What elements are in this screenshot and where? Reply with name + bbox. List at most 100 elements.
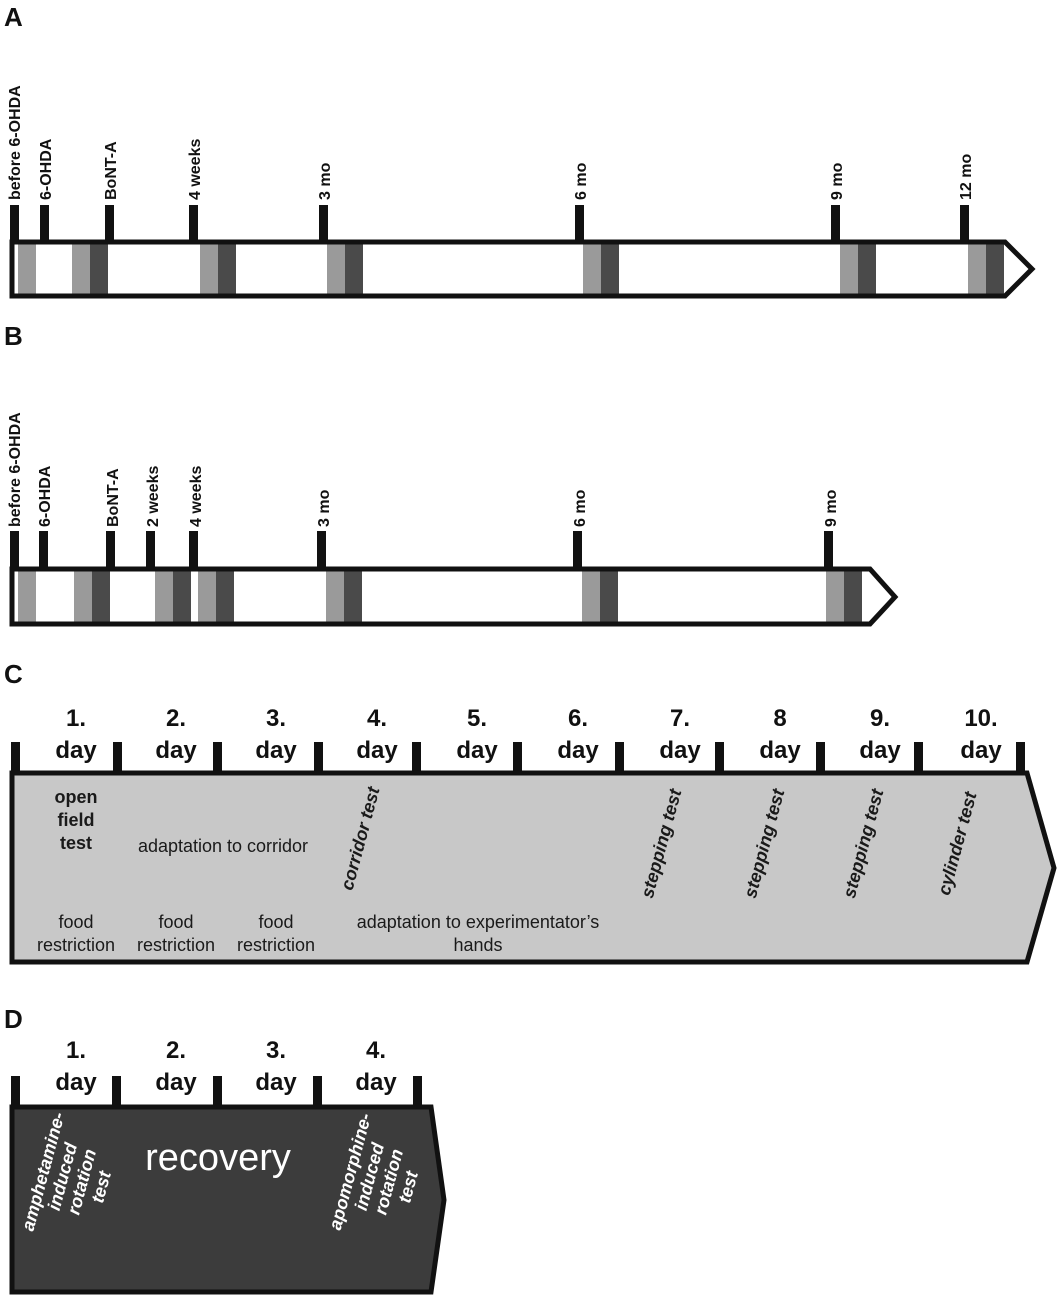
tick-mark <box>10 531 19 570</box>
block-dark <box>216 571 234 623</box>
tick-label-4-weeks: 4 weeks <box>188 466 205 527</box>
tick-mark <box>11 1076 20 1109</box>
day-word: day <box>859 737 901 764</box>
panel-letter-c: C <box>4 659 23 689</box>
day-number: 4. <box>366 1037 386 1064</box>
food-restriction-label: restriction <box>137 935 215 955</box>
block-light <box>198 571 216 623</box>
day-word: day <box>155 737 197 764</box>
panel-a-blocks <box>18 244 1004 296</box>
panel-a-ticks <box>10 205 969 243</box>
block-light <box>968 244 986 296</box>
tick-mark <box>816 742 825 775</box>
tick-mark <box>313 1076 322 1109</box>
day-number: 2. <box>166 705 186 732</box>
tick-mark <box>319 205 328 243</box>
tick-label-12-mo: 12 mo <box>958 154 975 200</box>
panel-letter-b: B <box>4 321 23 351</box>
panel-d-day-labels: 1. day 2. day 3. day 4. day <box>55 1037 397 1096</box>
panel-c-day-labels: 1. day 2. day 3. day 4. day 5. day 6. da… <box>55 705 1002 764</box>
tick-mark <box>189 531 198 570</box>
tick-mark <box>40 205 49 243</box>
block-dark <box>218 244 236 296</box>
day-number: 8 <box>773 705 786 732</box>
tick-mark <box>112 1076 121 1109</box>
day-word: day <box>255 737 297 764</box>
tick-mark <box>960 205 969 243</box>
tick-mark <box>105 205 114 243</box>
tick-label-before-6ohda: before 6-OHDA <box>7 85 24 200</box>
tick-mark <box>314 742 323 775</box>
panel-d-timeline-arrow <box>9 1104 447 1295</box>
day-number: 3. <box>266 1037 286 1064</box>
day-word: day <box>557 737 599 764</box>
tick-mark <box>831 205 840 243</box>
tick-mark <box>513 742 522 775</box>
day-number: 2. <box>166 1037 186 1064</box>
panel-b-tick-labels: before 6-OHDA 6-OHDA BoNT-A 2 weeks 4 we… <box>7 412 840 527</box>
day-word: day <box>55 737 97 764</box>
tick-mark <box>413 1076 422 1109</box>
tick-label-2-weeks: 2 weeks <box>145 466 162 527</box>
tick-mark <box>573 531 582 570</box>
day-word: day <box>155 1069 197 1096</box>
block-dark <box>600 571 618 623</box>
day-word: day <box>255 1069 297 1096</box>
block-light <box>200 244 218 296</box>
tick-mark <box>113 742 122 775</box>
panel-c-annotations: open field test adaptation to corridor f… <box>37 787 599 955</box>
tick-mark <box>575 205 584 243</box>
tick-label-6-mo: 6 mo <box>573 162 590 200</box>
day-number: 5. <box>467 705 487 732</box>
block-dark <box>858 244 876 296</box>
tick-label-6ohda: 6-OHDA <box>38 138 55 200</box>
panel-c-timeline-arrow <box>9 770 1057 965</box>
tick-label-6-mo: 6 mo <box>572 489 589 527</box>
panel-b-timeline-arrow <box>9 566 899 627</box>
tick-mark <box>412 742 421 775</box>
tick-mark <box>39 531 48 570</box>
block-dark <box>173 571 191 623</box>
tick-mark <box>213 1076 222 1109</box>
food-restriction-label: food <box>158 912 193 932</box>
panel-c-day-ticks <box>11 742 1025 775</box>
block-dark <box>844 571 862 623</box>
day-number: 4. <box>367 705 387 732</box>
tick-mark <box>824 531 833 570</box>
panel-b-ticks <box>10 531 833 570</box>
day-word: day <box>355 1069 397 1096</box>
tick-mark <box>615 742 624 775</box>
day-word: day <box>356 737 398 764</box>
day-number: 6. <box>568 705 588 732</box>
tick-mark <box>213 742 222 775</box>
panel-letter-d: D <box>4 1004 23 1034</box>
tick-label-3-mo: 3 mo <box>316 489 333 527</box>
day-word: day <box>759 737 801 764</box>
block-light <box>155 571 173 623</box>
tick-mark <box>1016 742 1025 775</box>
tick-label-9-mo: 9 mo <box>829 162 846 200</box>
block-dark <box>986 244 1004 296</box>
day-number: 9. <box>870 705 890 732</box>
food-restriction-label: restriction <box>37 935 115 955</box>
tick-label-3-mo: 3 mo <box>317 162 334 200</box>
block-dark <box>90 244 108 296</box>
day-word: day <box>960 737 1002 764</box>
day-word: day <box>659 737 701 764</box>
block-light <box>18 244 36 296</box>
tick-mark <box>106 531 115 570</box>
food-restriction-label: restriction <box>237 935 315 955</box>
block-light <box>327 244 345 296</box>
tick-label-4-weeks: 4 weeks <box>187 139 204 200</box>
tick-label-bont-a: BoNT-A <box>103 141 120 200</box>
panel-d-day-ticks <box>11 1076 422 1109</box>
tick-label-9-mo: 9 mo <box>823 489 840 527</box>
panel-b-blocks <box>18 571 862 623</box>
panel-c: C 1. day 2. day 3. day 4. day 5. day <box>4 659 1057 965</box>
open-field-test-label: field <box>57 810 94 830</box>
block-light <box>826 571 844 623</box>
block-dark <box>344 571 362 623</box>
tick-mark <box>189 205 198 243</box>
day-number: 1. <box>66 705 86 732</box>
recovery-label: recovery <box>145 1137 291 1179</box>
